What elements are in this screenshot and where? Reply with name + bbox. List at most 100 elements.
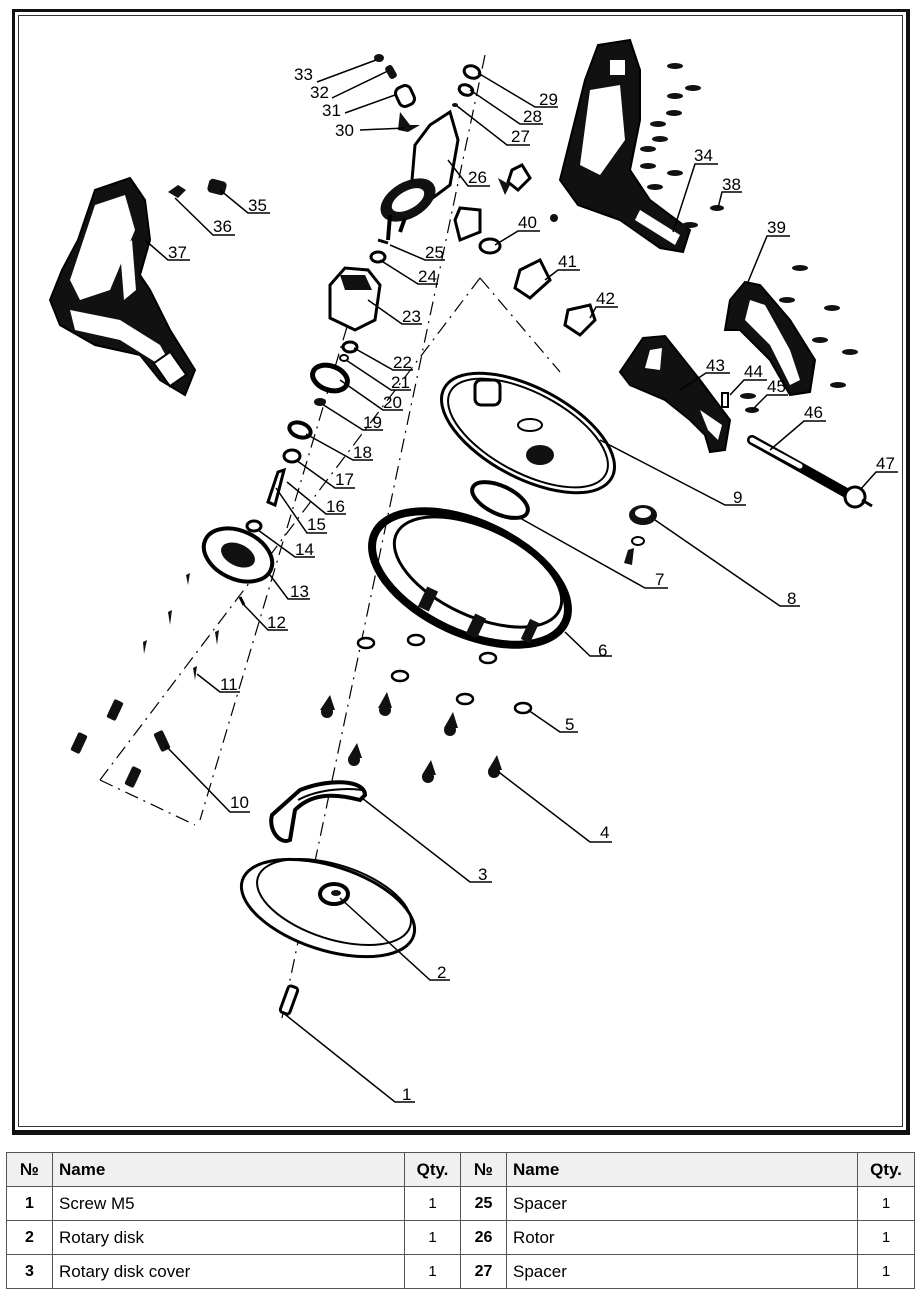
callout-44: 44 [744,362,763,381]
callout-21: 21 [391,373,410,392]
callout-28: 28 [523,107,542,126]
part-qty: 1 [404,1186,461,1221]
rotary-disk-cover-part-3 [269,780,368,843]
part-name: Spacer [506,1186,858,1221]
callout-14: 14 [295,540,314,559]
handle-part-39 [723,280,817,397]
callout-46: 46 [804,403,823,422]
callout-45: 45 [767,377,786,396]
callout-47: 47 [876,454,895,473]
left-housing-part-37 [48,176,197,397]
stator-part-23 [328,266,382,332]
parts-24-25 [369,238,389,264]
part-number: 1 [6,1186,53,1221]
part-qty: 1 [404,1254,461,1289]
callout-5: 5 [565,715,574,734]
cover-part-9 [440,371,616,495]
callout-7: 7 [655,570,664,589]
callout-23: 23 [402,307,421,326]
header-qty: Qty. [404,1152,461,1187]
callout-26: 26 [468,168,487,187]
header-name: Name [52,1152,405,1187]
rotary-disk-part-2 [239,857,417,959]
washers-screws-4-5 [320,633,533,783]
callout-42: 42 [596,289,615,308]
parts-27-29 [452,64,482,107]
callout-19: 19 [363,413,382,432]
callout-41: 41 [558,252,577,271]
part-qty: 1 [857,1220,915,1255]
part-qty: 1 [857,1186,915,1221]
parts-40-42 [453,163,597,337]
table-row: 3 Rotary disk cover 1 27 Spacer 1 [6,1254,915,1289]
callout-33: 33 [294,65,313,84]
screw-m5-part-1 [278,984,300,1016]
switch-housing-part-43 [618,334,732,454]
part-35-36 [168,178,227,198]
callout-6: 6 [598,641,607,660]
part-number: 25 [460,1186,507,1221]
exploded-parts-diagram: 1 2 3 4 5 6 7 8 9 10 11 12 13 14 15 16 1… [48,38,898,1104]
callout-40: 40 [518,213,537,232]
callout-18: 18 [353,443,372,462]
part-qty: 1 [404,1220,461,1255]
leader-lines [144,59,898,1103]
callout-22: 22 [393,353,412,372]
callout-32: 32 [310,83,329,102]
table-row: 2 Rotary disk 1 26 Rotor 1 [6,1220,915,1255]
pins [70,573,246,788]
callout-35: 35 [248,196,267,215]
parts-7-8 [470,480,657,565]
parts-table: № Name Qty. № Name Qty. 1 Screw M5 1 25 … [6,1152,915,1289]
callout-36: 36 [213,217,232,236]
callout-16: 16 [326,497,345,516]
callout-13: 13 [290,582,309,601]
callout-37: 37 [168,243,187,262]
base-ring-part-6 [368,507,572,649]
header-number: № [6,1152,53,1187]
part-number: 27 [460,1254,507,1289]
callout-17: 17 [335,470,354,489]
callout-9: 9 [733,488,742,507]
rotor-part-26 [380,109,460,241]
part-number: 3 [6,1254,53,1289]
callout-11: 11 [220,675,238,694]
header-number: № [460,1152,507,1187]
callout-12: 12 [267,613,286,632]
callout-10: 10 [230,793,249,812]
callout-25: 25 [425,243,444,262]
part-name: Rotary disk [52,1220,405,1255]
part-number: 2 [6,1220,53,1255]
callout-34: 34 [694,146,713,165]
part-qty: 1 [857,1254,915,1289]
part-name: Screw M5 [52,1186,405,1221]
cord-plug-parts-46-47 [747,435,873,509]
callout-15: 15 [307,515,326,534]
callout-29: 29 [539,90,558,109]
callout-2: 2 [437,963,446,982]
callout-38: 38 [722,175,741,194]
callout-1: 1 [402,1085,411,1104]
callout-4: 4 [600,823,609,842]
right-housing-part-34 [558,38,692,254]
part-number: 26 [460,1220,507,1255]
callout-30: 30 [335,121,354,140]
part-name: Rotor [506,1220,858,1255]
callout-39: 39 [767,218,786,237]
callout-3: 3 [478,865,487,884]
parts-30-33 [374,54,420,132]
callout-numbers: 1 2 3 4 5 6 7 8 9 10 11 12 13 14 15 16 1… [168,65,895,1104]
part-name: Rotary disk cover [52,1254,405,1289]
callout-24: 24 [418,267,437,286]
callout-31: 31 [322,101,341,120]
callout-8: 8 [787,589,796,608]
header-qty: Qty. [857,1152,915,1187]
part-name: Spacer [506,1254,858,1289]
callout-27: 27 [511,127,530,146]
header-name: Name [506,1152,858,1187]
callout-43: 43 [706,356,725,375]
table-row: 1 Screw M5 1 25 Spacer 1 [6,1186,915,1221]
table-header-row: № Name Qty. № Name Qty. [6,1152,915,1187]
callout-20: 20 [383,393,402,412]
gear-parts-13-22 [201,340,359,584]
